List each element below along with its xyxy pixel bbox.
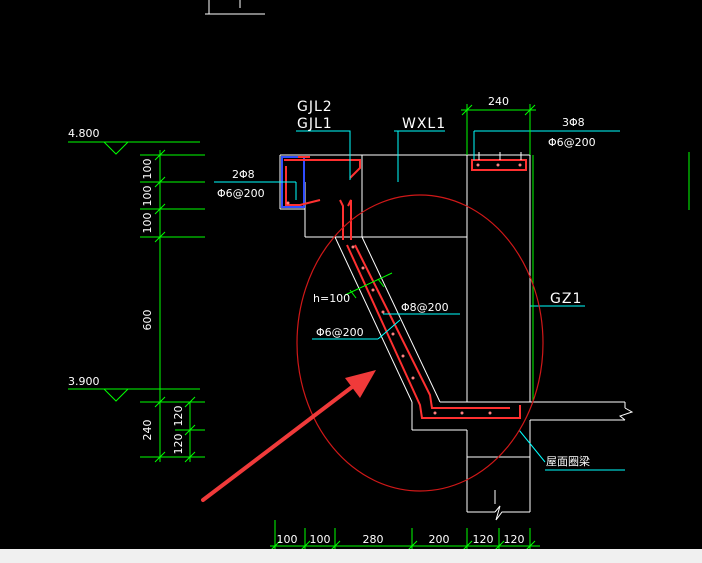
dim-v-600: 600 bbox=[141, 310, 154, 331]
dim-v-120-b: 120 bbox=[172, 434, 185, 455]
label-slab-dist-bar: Φ6@200 bbox=[316, 326, 364, 339]
vertical-dimension-texts: 100 100 100 600 240 120 120 bbox=[141, 159, 185, 455]
elevation-upper-text: 4.800 bbox=[68, 127, 100, 140]
annotation-labels: GJL2 GJL1 WXL1 240 3Φ8 Φ6@200 2Φ8 Φ6@200… bbox=[217, 95, 596, 468]
dim-v-100-a: 100 bbox=[141, 159, 154, 180]
top-stub bbox=[205, 0, 265, 15]
label-top-width: 240 bbox=[488, 95, 509, 108]
label-slab-main-bar: Φ8@200 bbox=[401, 301, 449, 314]
leader-lines bbox=[214, 130, 625, 471]
dim-h-2: 100 bbox=[310, 533, 331, 546]
label-top-rebar: 3Φ8 bbox=[562, 116, 585, 129]
label-left-rebar: 2Φ8 bbox=[232, 168, 255, 181]
section-drawing: 4.800 3.900 bbox=[68, 0, 690, 549]
label-gjl1: GJL1 bbox=[297, 116, 333, 132]
dim-v-120-a: 120 bbox=[172, 406, 185, 427]
right-guides bbox=[532, 152, 690, 402]
elevation-lower-text: 3.900 bbox=[68, 375, 100, 388]
label-gz1: GZ1 bbox=[550, 291, 582, 307]
horizontal-dimension-texts: 100 100 280 200 120 120 bbox=[277, 533, 525, 546]
label-left-stirrup: Φ6@200 bbox=[217, 187, 265, 200]
dim-v-100-c: 100 bbox=[141, 213, 154, 234]
rebar-lines bbox=[284, 152, 527, 419]
label-slab-thickness: h=100 bbox=[313, 292, 350, 305]
rebar-dots bbox=[286, 163, 522, 415]
dim-h-4: 200 bbox=[429, 533, 450, 546]
top-width-dimension bbox=[461, 104, 536, 155]
dim-v-240: 240 bbox=[141, 420, 154, 441]
dim-h-6: 120 bbox=[504, 533, 525, 546]
dim-h-3: 280 bbox=[363, 533, 384, 546]
label-wxl1: WXL1 bbox=[402, 116, 446, 132]
label-gjl2: GJL2 bbox=[297, 99, 333, 115]
highlight-ellipse bbox=[296, 194, 544, 492]
vertical-dimension-chain bbox=[140, 149, 205, 463]
window-bottom-strip bbox=[0, 549, 702, 563]
label-ring-beam: 屋面圈梁 bbox=[546, 454, 590, 468]
elevation-mark-upper: 4.800 bbox=[68, 127, 200, 155]
dim-h-5: 120 bbox=[473, 533, 494, 546]
dim-h-1: 100 bbox=[277, 533, 298, 546]
label-top-stirrup: Φ6@200 bbox=[548, 136, 596, 149]
horizontal-dimension-chain bbox=[270, 520, 540, 549]
elevation-mark-lower: 3.900 bbox=[68, 375, 200, 402]
slab-thickness-dimension bbox=[344, 272, 393, 299]
annotation-arrow bbox=[201, 370, 376, 502]
dim-v-100-b: 100 bbox=[141, 186, 154, 207]
